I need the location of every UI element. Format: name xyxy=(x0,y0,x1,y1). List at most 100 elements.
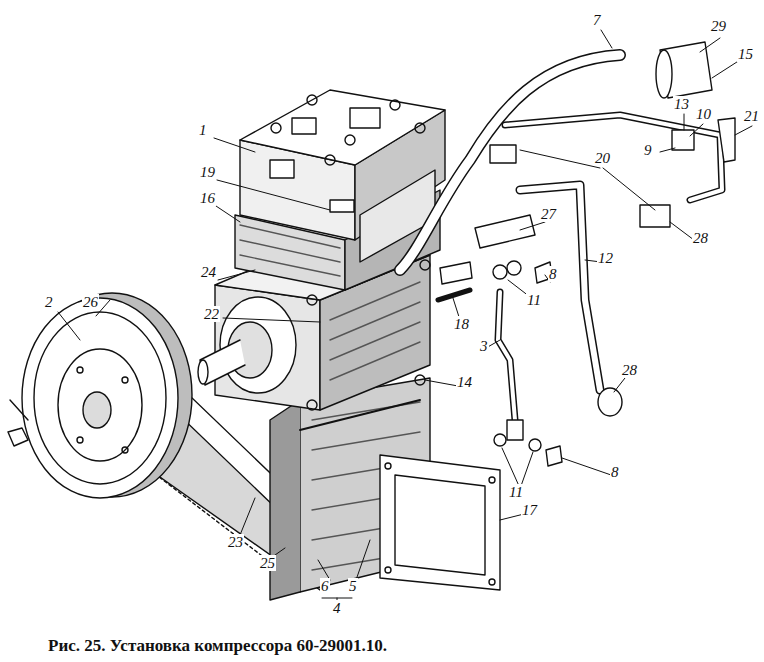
drawing-stroke xyxy=(83,392,111,428)
leader-line xyxy=(502,448,533,486)
drawing-stroke xyxy=(498,292,515,420)
drawing-stroke xyxy=(489,477,495,483)
drawing-stroke xyxy=(240,90,445,165)
leader-line xyxy=(218,270,255,280)
drawing-stroke xyxy=(77,367,83,373)
figure-caption: Рис. 25. Установка компрессора 60-29001.… xyxy=(48,636,387,656)
leader-line xyxy=(614,378,625,392)
drawing-stroke xyxy=(440,262,472,284)
drawing-stroke xyxy=(400,55,620,270)
drawing-stroke xyxy=(34,312,166,484)
drawing-stroke xyxy=(270,160,294,178)
leader-line xyxy=(58,312,80,340)
leader-line xyxy=(684,114,685,130)
drawing-stroke xyxy=(330,282,420,380)
callout-number: 10 xyxy=(695,106,712,122)
drawing-stroke xyxy=(390,100,400,110)
callout-number: 8 xyxy=(610,464,620,480)
leader-line xyxy=(356,540,370,580)
drawing-stroke xyxy=(122,377,128,383)
leader-line xyxy=(690,124,703,136)
callout-number: 11 xyxy=(508,484,524,500)
drawing-stroke xyxy=(58,30,752,602)
callout-number: 19 xyxy=(199,164,216,180)
drawing-stroke xyxy=(415,375,425,385)
callout-number: 5 xyxy=(348,578,358,594)
drawing-stroke xyxy=(325,155,335,165)
leader-line xyxy=(520,150,655,210)
leader-line xyxy=(670,222,694,240)
drawing-stroke xyxy=(8,428,28,446)
callout-number: 4 xyxy=(332,600,342,616)
leader-line xyxy=(660,148,675,152)
callout-number: 17 xyxy=(521,502,538,518)
callout-number: 12 xyxy=(597,250,614,266)
drawing-stroke xyxy=(271,123,281,133)
drawing-stroke xyxy=(520,185,600,390)
drawing-stroke xyxy=(718,118,735,162)
callout-number: 20 xyxy=(594,150,611,166)
drawing-stroke xyxy=(307,400,317,410)
drawing-stroke xyxy=(330,200,354,212)
leader-line xyxy=(712,60,740,78)
callout-number: 28 xyxy=(621,362,638,378)
callout-number: 22 xyxy=(203,306,220,322)
drawing-stroke xyxy=(489,579,495,585)
drawing-stroke xyxy=(385,463,391,469)
drawing-stroke xyxy=(598,388,622,416)
callout-number: 8 xyxy=(548,266,558,282)
drawing-stroke xyxy=(490,145,516,163)
drawing-stroke xyxy=(507,261,521,275)
callout-number: 9 xyxy=(643,142,653,158)
callout-number: 18 xyxy=(453,316,470,332)
callout-number: 26 xyxy=(82,294,99,310)
leader-line xyxy=(700,38,720,52)
callout-number: 29 xyxy=(710,18,727,34)
callout-number: 3 xyxy=(479,338,489,354)
drawing-stroke xyxy=(415,123,425,133)
callout-number: 13 xyxy=(673,96,690,112)
leader-line xyxy=(216,206,240,222)
drawing-stroke xyxy=(22,298,178,498)
drawing-stroke xyxy=(494,434,506,446)
drawing-stroke xyxy=(640,205,670,227)
callout-number: 11 xyxy=(526,292,542,308)
drawing-stroke xyxy=(385,567,391,573)
callout-number: 27 xyxy=(540,206,557,222)
drawing-stroke xyxy=(198,360,208,384)
drawing-stroke xyxy=(507,420,523,440)
leader-line xyxy=(214,138,255,152)
leader-line xyxy=(562,458,614,476)
drawing-stroke xyxy=(10,400,28,420)
drawing-stroke xyxy=(546,446,562,466)
drawing-stroke xyxy=(400,42,735,466)
leader-line xyxy=(520,222,545,230)
drawing-stroke xyxy=(420,260,430,270)
callout-number: 23 xyxy=(227,534,244,550)
callout-number: 6 xyxy=(320,578,330,594)
drawing-stroke xyxy=(395,475,485,575)
drawing-stroke xyxy=(672,130,694,150)
callout-number: 16 xyxy=(199,190,216,206)
drawing-stroke xyxy=(400,55,620,270)
drawing-stroke xyxy=(360,170,435,262)
leader-line xyxy=(425,380,458,386)
drawing-stroke xyxy=(8,293,192,498)
drawing-stroke xyxy=(122,447,128,453)
drawing-stroke xyxy=(300,400,420,430)
leader-line xyxy=(217,180,330,210)
callout-number: 15 xyxy=(737,46,754,62)
drawing-stroke xyxy=(529,439,541,451)
callout-number: 28 xyxy=(692,230,709,246)
drawing-stroke xyxy=(292,118,316,134)
callout-number: 25 xyxy=(259,555,276,571)
callout-number: 7 xyxy=(592,12,602,28)
drawing-stroke xyxy=(345,135,355,145)
callout-number: 1 xyxy=(198,122,208,138)
drawing-stroke xyxy=(656,50,672,98)
drawing-stroke xyxy=(493,265,507,279)
drawing-stroke xyxy=(77,437,83,443)
callout-number: 2 xyxy=(44,294,54,310)
